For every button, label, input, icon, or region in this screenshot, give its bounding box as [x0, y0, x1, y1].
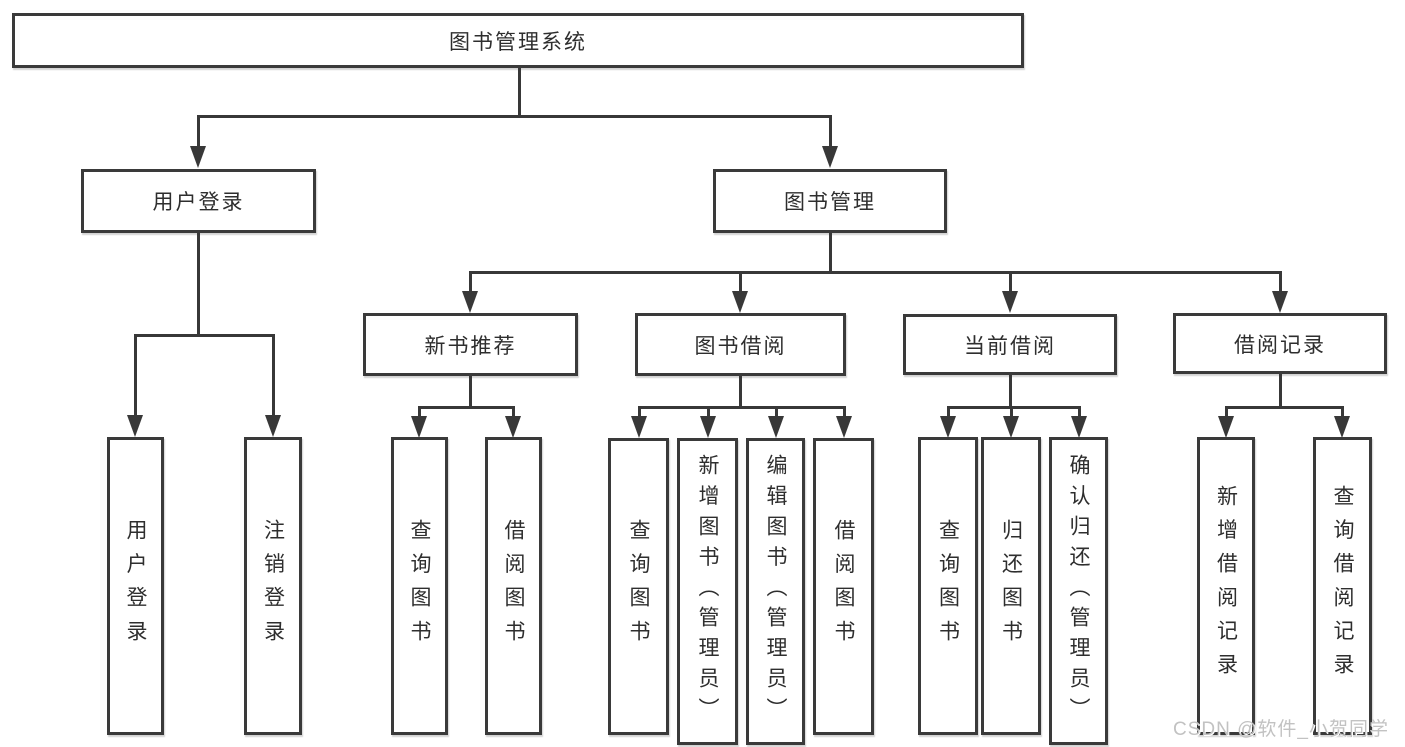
- connector-line: [638, 406, 846, 409]
- leaf-label: 查询图书: [627, 519, 650, 654]
- leaf-query-book-current: 查询图书: [918, 437, 978, 735]
- arrow-down-icon: [127, 415, 143, 437]
- leaf-label: 归还图书: [999, 518, 1023, 654]
- leaf-query-book-newbook: 查询图书: [391, 437, 448, 735]
- connector-line: [1279, 273, 1282, 292]
- leaf-query-book-borrow: 查询图书: [608, 438, 669, 735]
- connector-line: [1225, 407, 1228, 417]
- connector-line: [197, 115, 832, 118]
- connector-line: [1009, 375, 1012, 408]
- leaf-label: 查询借阅记录: [1331, 485, 1354, 687]
- arrow-down-icon: [1272, 291, 1288, 313]
- node-label: 图书借阅: [694, 334, 787, 358]
- connector-line: [469, 273, 472, 292]
- connector-line: [1078, 407, 1081, 417]
- arrow-down-icon: [1071, 416, 1087, 438]
- node-book-management: 图书管理: [713, 169, 947, 233]
- arrow-down-icon: [1002, 291, 1018, 313]
- connector-line: [418, 407, 421, 417]
- arrow-down-icon: [940, 416, 956, 438]
- leaf-label: 确认归还（管理员）: [1067, 453, 1090, 729]
- connector-line: [272, 335, 275, 416]
- connector-line: [707, 407, 710, 417]
- leaf-label: 借阅图书: [502, 518, 525, 654]
- leaf-edit-book-admin: 编辑图书（管理员）: [746, 438, 805, 745]
- arrow-down-icon: [505, 416, 521, 438]
- node-new-book-recommend: 新书推荐: [363, 313, 578, 376]
- node-label: 借阅记录: [1234, 333, 1326, 357]
- connector-line: [469, 271, 1282, 274]
- connector-line: [1009, 273, 1012, 292]
- node-borrowing-records: 借阅记录: [1173, 313, 1387, 374]
- connector-line: [1010, 407, 1013, 417]
- arrow-down-icon: [631, 416, 647, 438]
- leaf-add-book-admin: 新增图书（管理员）: [677, 438, 738, 745]
- connector-line: [197, 233, 200, 336]
- connector-line: [1225, 406, 1344, 409]
- connector-line: [775, 407, 778, 417]
- csdn-watermark: CSDN @软件_小贺同学: [1173, 719, 1389, 740]
- node-label: 新书推荐: [424, 334, 517, 358]
- leaf-user-login: 用户登录: [107, 437, 164, 735]
- arrow-down-icon: [1334, 416, 1350, 438]
- leaf-label: 查询图书: [936, 518, 960, 654]
- connector-line: [947, 407, 950, 417]
- arrow-down-icon: [1218, 416, 1234, 438]
- connector-line: [739, 273, 742, 292]
- leaf-label: 新增借阅记录: [1214, 485, 1238, 687]
- arrow-down-icon: [768, 416, 784, 438]
- arrow-down-icon: [1003, 416, 1019, 438]
- leaf-label: 借阅图书: [832, 519, 855, 654]
- leaf-label: 编辑图书（管理员）: [764, 454, 787, 729]
- arrow-down-icon: [700, 416, 716, 438]
- node-library-management-system: 图书管理系统: [12, 13, 1024, 68]
- connector-line: [518, 68, 521, 118]
- connector-line: [418, 406, 515, 409]
- arrow-down-icon: [462, 291, 478, 313]
- connector-line: [638, 407, 641, 417]
- connector-line: [134, 335, 137, 416]
- leaf-label: 查询图书: [408, 518, 431, 654]
- connector-line: [739, 376, 742, 408]
- node-book-borrowing: 图书借阅: [635, 313, 846, 376]
- leaf-add-borrow-record: 新增借阅记录: [1197, 437, 1255, 735]
- connector-line: [134, 334, 275, 337]
- leaf-label: 用户登录: [124, 518, 147, 654]
- arrow-down-icon: [265, 415, 281, 437]
- connector-line: [843, 407, 846, 417]
- arrow-down-icon: [411, 416, 427, 438]
- node-user-login: 用户登录: [81, 169, 316, 233]
- connector-line: [1341, 407, 1344, 417]
- node-current-borrowing: 当前借阅: [903, 314, 1117, 375]
- connector-line: [947, 406, 1081, 409]
- connector-line: [829, 117, 832, 148]
- node-label: 图书管理: [784, 191, 876, 214]
- node-label: 图书管理系统: [449, 30, 587, 54]
- node-label: 用户登录: [152, 191, 245, 214]
- leaf-logout: 注销登录: [244, 437, 302, 735]
- leaf-query-borrow-record: 查询借阅记录: [1313, 437, 1372, 735]
- connector-line: [469, 376, 472, 408]
- leaf-label: 新增图书（管理员）: [696, 454, 719, 729]
- leaf-return-book: 归还图书: [981, 437, 1041, 735]
- connector-line: [512, 407, 515, 417]
- arrow-down-icon: [836, 416, 852, 438]
- leaf-confirm-return-admin: 确认归还（管理员）: [1049, 437, 1108, 745]
- leaf-label: 注销登录: [261, 518, 285, 654]
- arrow-down-icon: [822, 146, 838, 168]
- leaf-borrow-book-newbook: 借阅图书: [485, 437, 542, 735]
- connector-line: [829, 233, 832, 274]
- arrow-down-icon: [732, 291, 748, 313]
- connector-line: [1279, 374, 1282, 408]
- connector-line: [197, 117, 200, 148]
- node-label: 当前借阅: [964, 334, 1056, 358]
- arrow-down-icon: [190, 146, 206, 168]
- leaf-borrow-book-borrow: 借阅图书: [813, 438, 874, 735]
